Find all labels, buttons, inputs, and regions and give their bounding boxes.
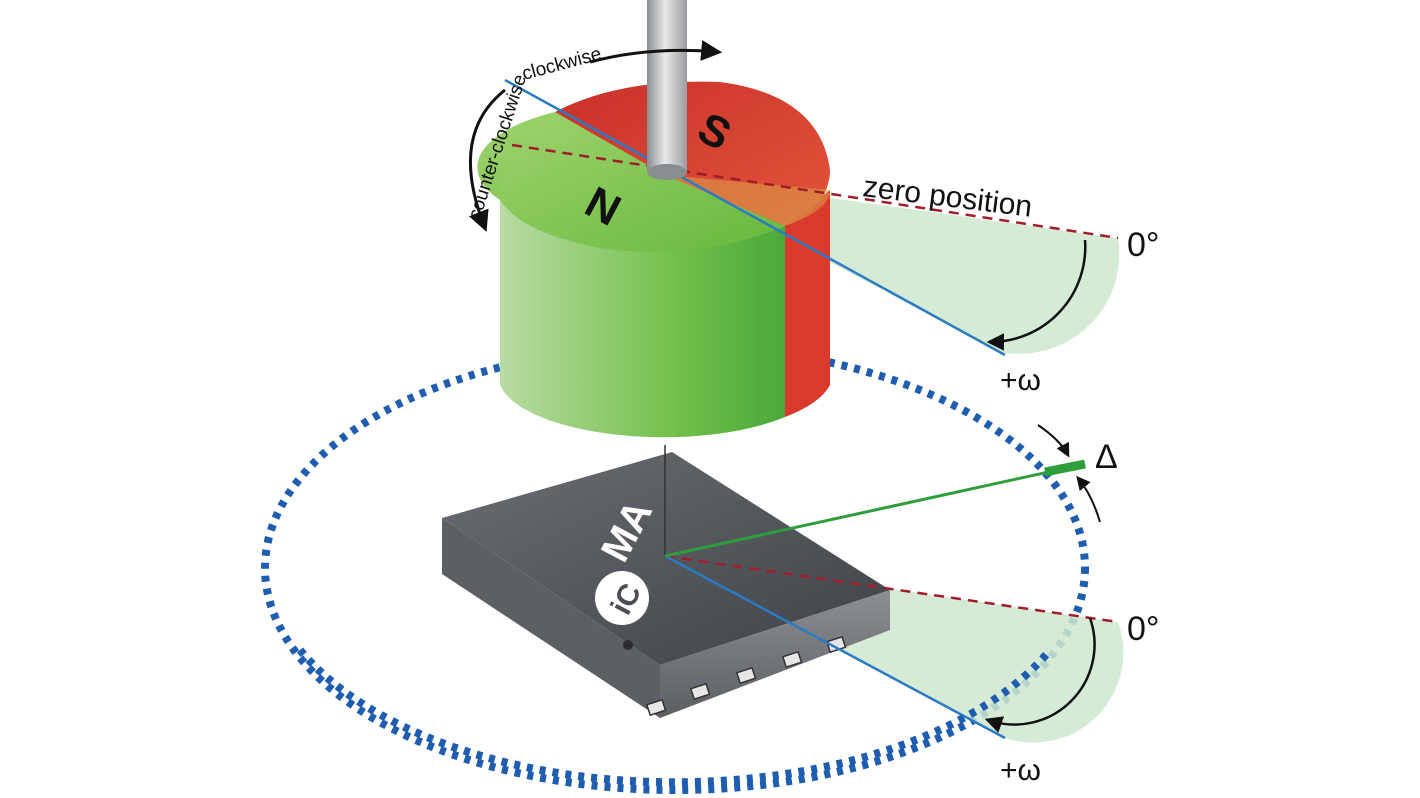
delta-label: Δ <box>1095 438 1118 476</box>
shaft <box>647 0 687 172</box>
clockwise-label: clockwise <box>520 44 604 85</box>
clockwise-arrow <box>589 40 723 64</box>
sensor-chip: iC MA <box>442 452 890 718</box>
counter-clockwise-arrow <box>468 88 506 232</box>
magnet-top-north-fill <box>500 112 785 252</box>
bottom-zero-degree-label: 0° <box>1127 610 1160 648</box>
delta-arrow-lower <box>1076 475 1101 523</box>
shaft-end <box>647 164 687 180</box>
magnet-side-green <box>500 200 785 438</box>
bottom-omega-line <box>664 554 1006 740</box>
bottom-zero-line <box>664 554 1119 624</box>
top-zero-degree-label: 0° <box>1127 226 1160 264</box>
bottom-plus-omega-label: +ω <box>1000 754 1041 787</box>
top-angle-arrow <box>986 239 1087 351</box>
magnet: N S <box>477 81 830 438</box>
magnet-side-red <box>785 190 830 417</box>
pin1-dot <box>623 640 633 650</box>
field-vector-tip <box>1044 459 1086 477</box>
delta-arrow-upper <box>1037 424 1070 458</box>
top-omega-line <box>504 78 1006 357</box>
field-vector-line <box>664 462 1086 558</box>
chip-logo-circle <box>595 571 649 625</box>
top-plus-omega-label: +ω <box>1000 364 1041 397</box>
top-zero-line <box>511 143 1119 240</box>
chip-pins <box>645 635 847 717</box>
bottom-angle-arrow <box>984 617 1096 733</box>
dashed-ring-front <box>296 647 1054 787</box>
